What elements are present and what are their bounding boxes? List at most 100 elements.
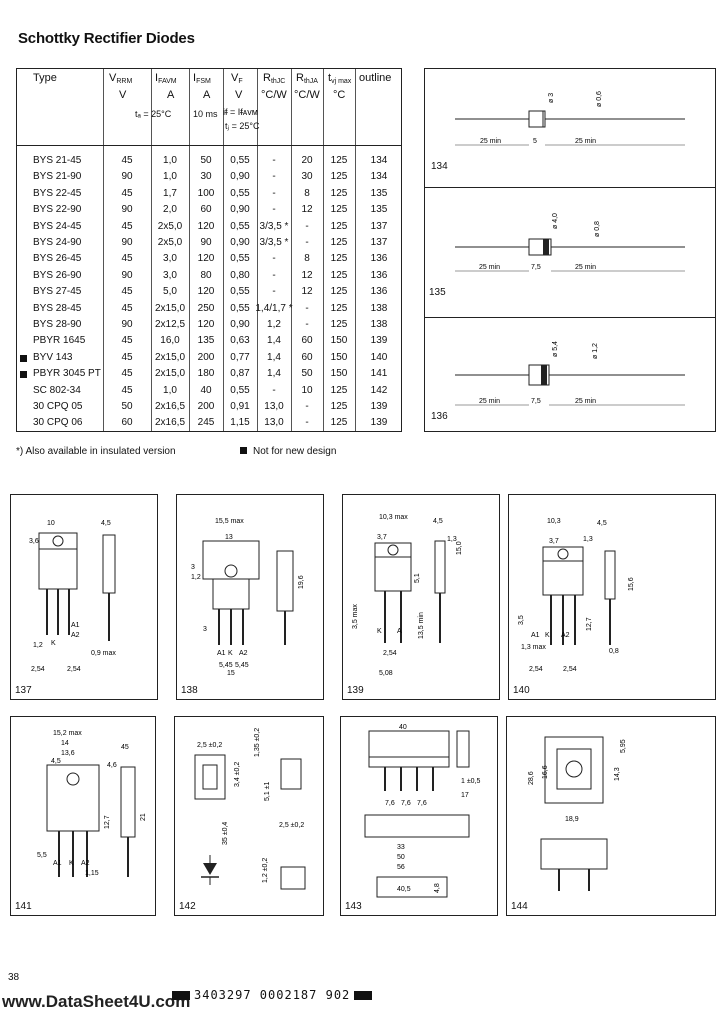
cell-rthjc: -	[272, 155, 276, 166]
cell-rthjc: 1,4/1,7 *	[255, 302, 293, 314]
svg-text:13,5 min: 13,5 min	[418, 612, 425, 639]
header-rthjc: RthJC	[263, 72, 286, 85]
outline-139-drawing: 10,3 max 3,7 4,5 1,3 15,0 5,1 3,5 max 13…	[352, 514, 463, 677]
svg-text:A2: A2	[561, 632, 570, 639]
header-divider	[17, 145, 401, 146]
svg-text:ø 4,0: ø 4,0	[552, 213, 559, 229]
svg-text:40,5: 40,5	[397, 886, 411, 893]
cell-outline: 137	[370, 220, 388, 232]
svg-text:K: K	[545, 632, 550, 639]
svg-text:25 min: 25 min	[479, 398, 500, 405]
svg-text:5,95: 5,95	[620, 739, 627, 753]
cell-type: BYS 21-45	[33, 155, 82, 166]
svg-text:1,35 ±0,2: 1,35 ±0,2	[254, 728, 261, 757]
cell-rthjc: 1,4	[267, 368, 281, 380]
site-watermark[interactable]: www.DataSheet4U.com	[2, 992, 191, 1011]
cell-tvj: 125	[330, 220, 348, 232]
svg-text:3,7: 3,7	[377, 534, 387, 541]
cell-rthja: -	[305, 401, 309, 412]
svg-text:16,6: 16,6	[542, 765, 549, 779]
svg-text:5: 5	[533, 138, 537, 145]
svg-text:ø 3: ø 3	[548, 93, 555, 103]
cell-tvj: 125	[330, 253, 348, 265]
cell-type: BYS 21-90	[33, 171, 82, 183]
svg-text:3,6: 3,6	[29, 538, 39, 545]
cell-vf: 0,55	[230, 220, 250, 232]
svg-text:2,5 ±0,2: 2,5 ±0,2	[279, 822, 304, 829]
svg-text:A1: A1	[71, 622, 80, 629]
footnote-insulated: *) Also available in insulated version	[16, 446, 176, 457]
cond-vf-a: iᵮ = Iᵮᴀᴠᴍ	[223, 107, 258, 117]
outline-label-143: 143	[345, 901, 362, 912]
outline-144-panel: 144 28,6 16,6 14,3 5,95 18,9	[506, 716, 716, 916]
cell-tvj: 150	[330, 368, 348, 380]
cell-tvj: 125	[330, 269, 348, 281]
cell-vf: 0,55	[230, 187, 250, 199]
cell-outline: 136	[370, 286, 388, 298]
outline-label-142: 142	[179, 901, 196, 912]
barcode-bar-icon	[354, 991, 373, 1000]
cell-rthjc: 3/3,5 *	[259, 220, 289, 232]
header-vrrm: VRRM	[109, 72, 133, 85]
cell-type: 30 CPQ 05	[33, 401, 83, 412]
cell-outline: 134	[370, 171, 388, 183]
cell-outline: 134	[370, 155, 388, 166]
cell-ifavm: 2x15,0	[154, 302, 186, 314]
cell-ifsm: 60	[200, 204, 212, 216]
cell-type: PBYR 1645	[33, 335, 86, 347]
outline-label-138: 138	[181, 685, 198, 696]
svg-text:2,54: 2,54	[383, 650, 397, 657]
cell-ifavm: 2x12,5	[154, 319, 186, 330]
unit-rthja: °C/W	[294, 89, 320, 101]
svg-text:3: 3	[203, 626, 207, 633]
svg-text:25 min: 25 min	[575, 398, 596, 405]
col-divider	[323, 69, 324, 431]
cell-ifsm: 135	[197, 335, 215, 347]
cell-type: BYS 24-90	[33, 237, 82, 248]
svg-text:4,8: 4,8	[434, 883, 441, 893]
cell-vf: 0,55	[230, 155, 250, 166]
svg-text:15,2 max: 15,2 max	[53, 730, 82, 737]
cell-tvj: 125	[330, 171, 348, 183]
cell-tvj: 150	[330, 335, 348, 347]
outline-138-drawing: 15,5 max 13 3 1,2 3 5,45 5,45 15 19,6 A1…	[191, 518, 305, 677]
cell-vrrm: 90	[121, 237, 133, 248]
cell-vf: 0,63	[230, 335, 250, 347]
outline-137-drawing: 10 3,6 4,5 2,54 2,54 1,2 0,9 max A1 A2 K	[29, 520, 116, 673]
svg-text:1,2: 1,2	[33, 642, 43, 649]
cell-outline: 136	[370, 253, 388, 265]
cell-ifavm: 2x5,0	[157, 220, 183, 232]
cell-ifsm: 80	[200, 269, 212, 281]
cell-type: BYS 22-45	[33, 187, 82, 199]
cell-type: BYS 26-90	[33, 269, 82, 281]
cell-tvj: 125	[330, 286, 348, 298]
svg-text:25 min: 25 min	[575, 138, 596, 145]
cell-rthjc: -	[272, 204, 276, 216]
svg-text:K: K	[69, 860, 74, 867]
svg-text:2,54: 2,54	[563, 666, 577, 673]
cell-tvj: 125	[330, 237, 348, 248]
svg-text:1,2 ±0,2: 1,2 ±0,2	[262, 858, 269, 883]
cell-vrrm: 60	[121, 417, 133, 429]
outline-135-drawing: 25 min 7,5 25 min ø 4,0 ø 0,8	[455, 213, 685, 272]
cell-ifsm: 200	[197, 401, 215, 412]
cell-ifavm: 3,0	[163, 269, 177, 281]
svg-text:15,6: 15,6	[628, 577, 635, 591]
outline-138-panel: 138 15,5 max 13 3 1,2 3 5,45 5,45 15 19,…	[176, 494, 324, 700]
cell-ifavm: 5,0	[163, 286, 177, 298]
svg-text:4,6: 4,6	[107, 762, 117, 769]
svg-text:2,5 ±0,2: 2,5 ±0,2	[197, 742, 222, 749]
cell-rthjc: 1,4	[267, 351, 281, 363]
cell-vrrm: 45	[121, 220, 133, 232]
cell-rthja: 8	[304, 187, 310, 199]
svg-text:K: K	[377, 628, 382, 635]
cond-ifsm: 10 ms	[193, 109, 218, 119]
outline-142-panel: 142 2,5 ±0,2 1,35 ±0,2 3,4 ±0,2 5,1 ±1 2…	[174, 716, 324, 916]
cell-ifsm: 90	[200, 237, 212, 248]
cell-vf: 0,55	[230, 384, 250, 396]
svg-text:3,5: 3,5	[518, 615, 525, 625]
axial-outline-panel: 134 135 136 25 min 5 25 min ø 3 ø 0,6 25…	[424, 68, 716, 432]
cell-outline: 141	[370, 368, 388, 380]
outline-142-drawing: 2,5 ±0,2 1,35 ±0,2 3,4 ±0,2 5,1 ±1 2,5 ±…	[194, 728, 306, 890]
